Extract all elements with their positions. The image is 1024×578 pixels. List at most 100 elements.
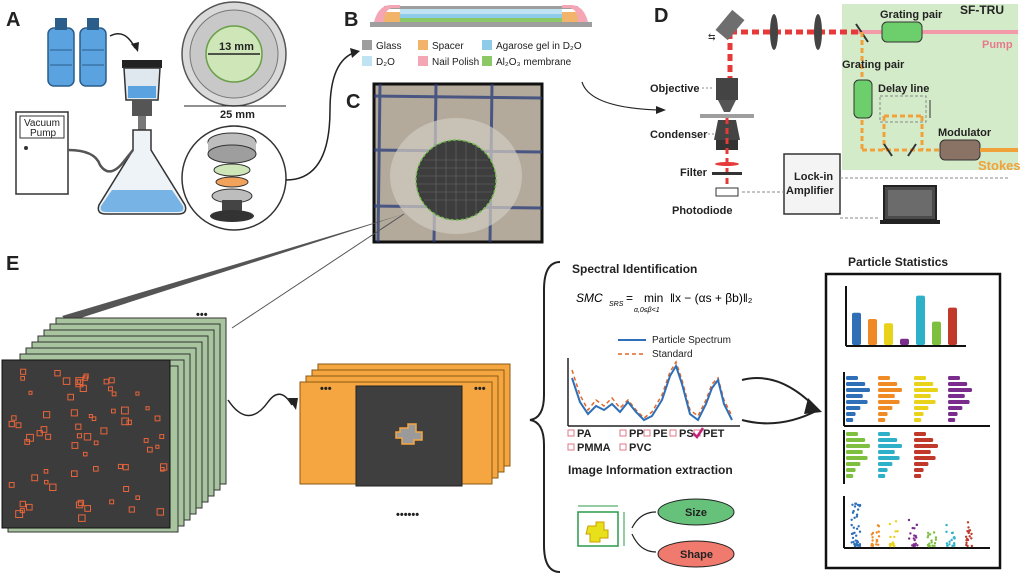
formula-sub: SRS: [609, 301, 624, 308]
modulator-label: Modulator: [938, 127, 992, 139]
stats-point: [928, 533, 932, 536]
stats-point: [850, 541, 853, 544]
legend-swatch: [418, 56, 428, 66]
particle-marker: [19, 500, 27, 508]
stats-point: [876, 539, 879, 542]
particle-tiles: [299, 363, 511, 487]
particle-marker: [109, 499, 115, 505]
stats-hbar: [846, 444, 870, 448]
legend-label: Al₂O₃ membrane: [496, 57, 572, 68]
stats-point: [950, 531, 954, 535]
lens-2-icon: [814, 14, 822, 50]
stats-hbar: [846, 400, 868, 404]
size-ellipse: [657, 498, 735, 526]
particle-marker: [93, 440, 99, 446]
stats-bar: [884, 323, 893, 345]
grating-pair-top-label: Grating pair: [880, 9, 943, 21]
particle-marker: [83, 433, 92, 441]
stats-bar: [868, 319, 877, 345]
stats-point: [931, 544, 934, 547]
stats-hbar: [846, 462, 861, 466]
size-label: Size: [685, 507, 707, 519]
vacuum-flask-icon: [97, 129, 187, 215]
particle-marker: [40, 426, 48, 433]
stats-point: [928, 542, 931, 545]
stats-hbar: [846, 418, 854, 422]
legend-swatch: [482, 40, 492, 50]
stats-point: [855, 534, 858, 537]
polymer-checkbox: [669, 429, 677, 437]
stats-point: [854, 544, 857, 548]
stats-point: [857, 525, 860, 528]
particle-marker: [79, 384, 87, 392]
stats-bar: [932, 321, 941, 345]
legend-particle-spectrum: Particle Spectrum: [652, 335, 731, 346]
particle-marker: [67, 393, 75, 401]
stats-point: [877, 525, 881, 528]
panel-d: D SF-TRU Pump Grating pair ⇆ Grating pai…: [581, 3, 1021, 224]
panel-a-letter: A: [6, 9, 20, 31]
filter-holder-exploded-view: [181, 125, 287, 231]
panel-c: C: [346, 82, 544, 244]
stats-hbar: [878, 474, 886, 478]
spectral-identification-title: Spectral Identification: [572, 262, 697, 276]
polymer-label: PE: [653, 428, 668, 440]
panel-e-letter: E: [6, 253, 19, 275]
particle-marker: [160, 467, 165, 472]
stats-point: [945, 542, 949, 545]
stats-hbar: [914, 438, 934, 442]
stats-point: [894, 520, 898, 523]
stats-hbar: [878, 438, 898, 442]
polymer-label: PP: [629, 428, 644, 440]
stats-scatter-chart: [843, 496, 990, 549]
legend-label: D₂O: [376, 57, 395, 68]
stats-point: [875, 531, 878, 534]
stats-point: [970, 532, 973, 536]
particle-marker: [54, 370, 61, 377]
stats-point: [933, 542, 937, 545]
scan-mirror-icon: [715, 9, 745, 41]
particle-marker: [83, 451, 88, 457]
particle-marker: [108, 386, 113, 392]
particle-marker: [20, 368, 27, 375]
stats-point: [852, 509, 855, 513]
particle-marker: [28, 390, 33, 395]
stats-hbar: [914, 376, 926, 380]
lock-in-label-2: Amplifier: [786, 185, 834, 197]
particle-marker: [11, 415, 17, 421]
stats-point: [854, 502, 858, 505]
stats-hbar: [846, 456, 868, 460]
stats-point: [875, 543, 878, 546]
particle-marker: [100, 427, 108, 435]
stats-hbar: [948, 418, 956, 422]
image-stack: [1, 317, 227, 533]
grating-pair-top-icon: [881, 21, 923, 43]
stats-hbar: [878, 450, 895, 454]
stats-point: [877, 535, 881, 538]
particle-marker: [121, 417, 130, 426]
bounding-box-icon: [577, 505, 657, 553]
particle-marker: [62, 377, 71, 385]
stats-point: [896, 530, 899, 533]
stats-hbar: [914, 462, 929, 466]
stats-point: [850, 532, 854, 536]
stats-hbar: [948, 406, 963, 410]
stats-point: [851, 503, 854, 506]
lock-in-amplifier-box: [783, 153, 841, 215]
stats-hbar: [878, 412, 888, 416]
stats-point: [908, 537, 911, 540]
stats-point: [889, 535, 892, 539]
stats-hbar: [914, 388, 938, 392]
stats-hbar: [914, 400, 936, 404]
stats-point: [851, 536, 855, 540]
stats-hbar: [948, 382, 968, 386]
particle-marker: [154, 415, 161, 422]
grating-pair-side-label: Grating pair: [842, 59, 905, 71]
particle-marker: [111, 391, 117, 397]
scan-arrow-icon: ⇆: [708, 32, 716, 42]
polymer-checkbox: [567, 429, 575, 437]
formula-body: ‖x − (αs + βb)‖₂: [670, 291, 753, 305]
condenser-label: Condenser: [650, 129, 708, 141]
